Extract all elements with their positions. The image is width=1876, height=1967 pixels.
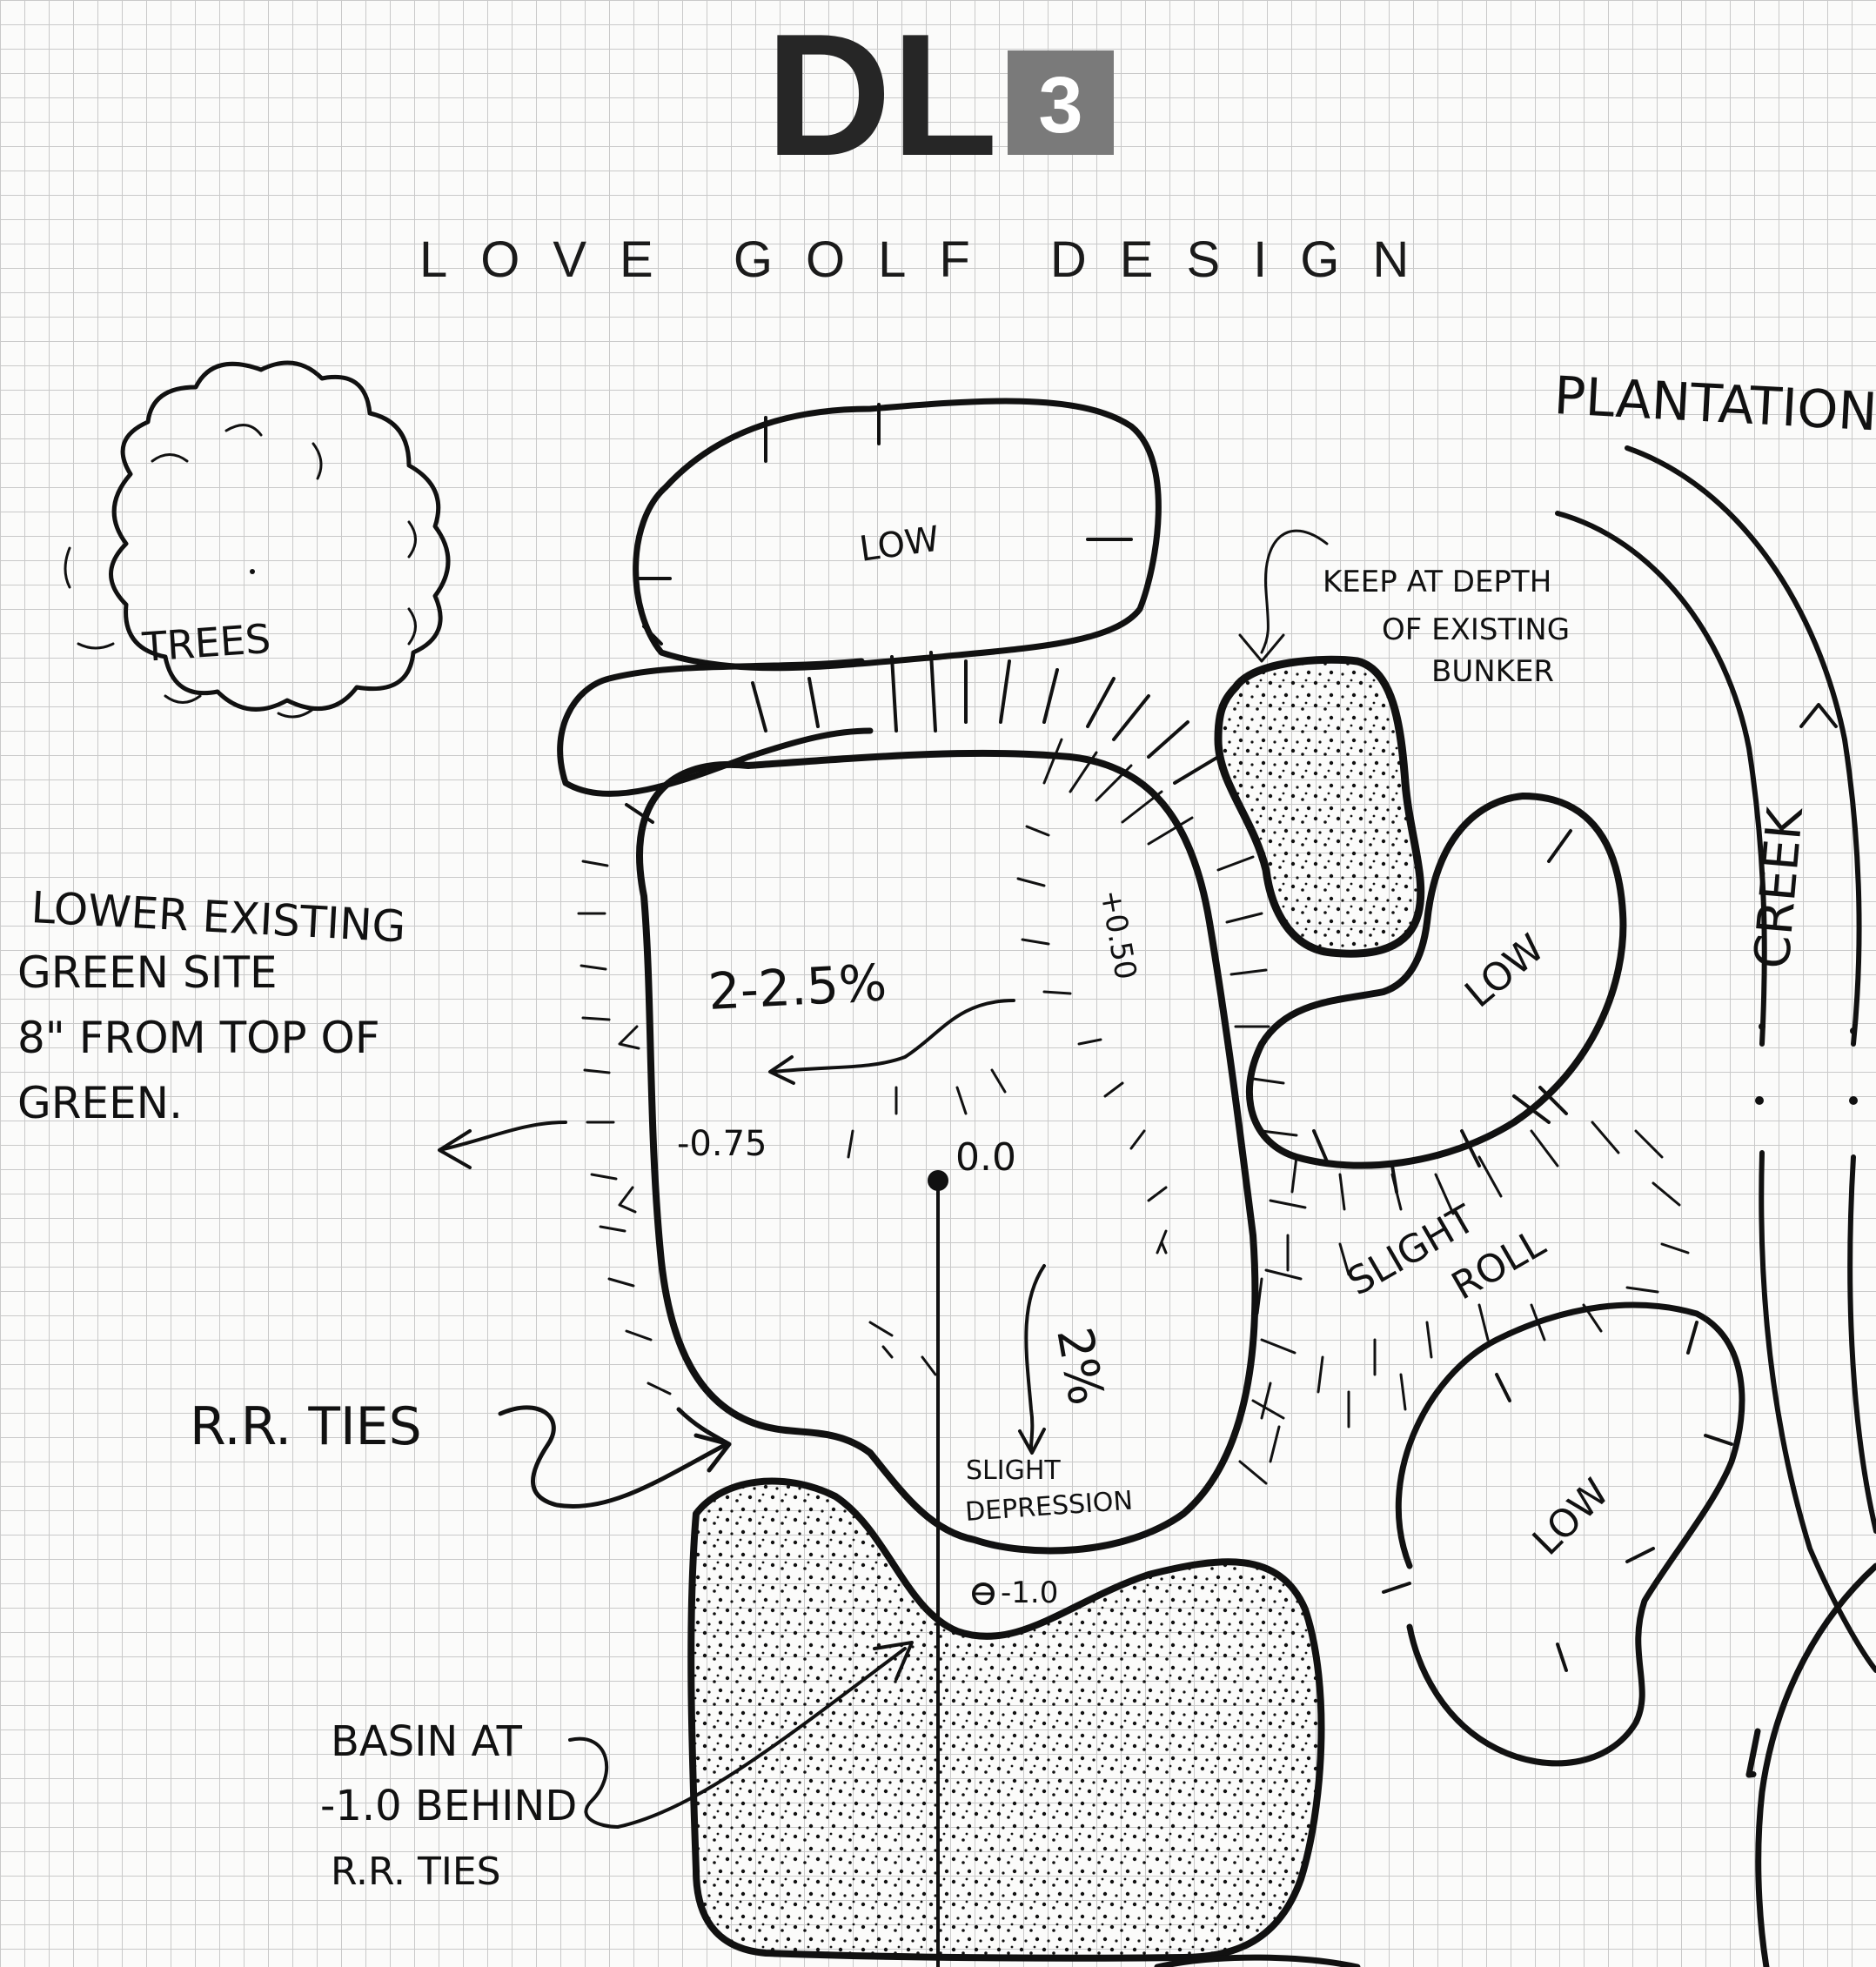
- logo-number-text: 3: [1038, 61, 1082, 150]
- rr-ties-label: R.R. TIES: [190, 1396, 422, 1457]
- depression-line2: DEPRESSION: [964, 1486, 1134, 1528]
- depression-line1: SLIGHT: [966, 1455, 1061, 1486]
- lower-line4: GREEN.: [17, 1078, 183, 1128]
- basin-line3: R.R. TIES: [331, 1850, 501, 1894]
- creek: PLANTATION CREEK: [1552, 365, 1876, 1967]
- elev-minus1-label: -1.0: [1001, 1576, 1058, 1610]
- trees-cluster: TREES: [64, 360, 451, 719]
- keep-line1: KEEP AT DEPTH: [1323, 565, 1551, 599]
- logo-number-box: [1008, 50, 1114, 155]
- slight-roll-area: SLIGHT ROLL: [1256, 1121, 1690, 1463]
- brand-name: LOVE GOLF DESIGN: [419, 231, 1442, 288]
- basin-line2: -1.0 BEHIND: [320, 1782, 577, 1830]
- lower-line2: GREEN SITE: [17, 947, 278, 998]
- trees-label: TREES: [140, 615, 272, 671]
- bunker-bottom: [687, 1477, 1325, 1962]
- lower-green-note: LOWER EXISTING GREEN SITE 8" FROM TOP OF…: [17, 882, 567, 1169]
- low-label-right: LOW: [1457, 926, 1552, 1016]
- elev-zero-label: 0.0: [955, 1135, 1016, 1180]
- keep-line3: BUNKER: [1431, 654, 1554, 689]
- low-mound-bottom: LOW: [1382, 1301, 1745, 1767]
- slope-main-label: 2-2.5%: [707, 953, 888, 1021]
- lower-line3: 8" FROM TOP OF: [17, 1013, 380, 1063]
- putting-green: 2-2.5% +0.50 -0.75 0.0 2% SLIGHT DEPRESS…: [577, 738, 1307, 1967]
- bottom-edge-contour: [1154, 1954, 1361, 1967]
- basin-line1: BASIN AT: [331, 1717, 523, 1766]
- creek-label: CREEK: [1744, 804, 1814, 971]
- dl3-logo: DL 3: [766, 0, 1114, 192]
- low-label-bottom: LOW: [1524, 1470, 1618, 1564]
- slope-down-label: 2%: [1045, 1323, 1114, 1409]
- keep-line2: OF EXISTING: [1382, 612, 1570, 647]
- low-label-top: LOW: [857, 519, 941, 570]
- elev-plus-label: +0.50: [1093, 887, 1142, 983]
- plantation-label: PLANTATION: [1552, 365, 1876, 443]
- logo-dl-text: DL: [766, 0, 998, 192]
- rr-ties-callout: R.R. TIES: [190, 1396, 732, 1509]
- bunker-upper-right: KEEP AT DEPTH OF EXISTING BUNKER: [1214, 529, 1570, 958]
- low-mound-top: LOW: [557, 398, 1220, 824]
- basin-callout: BASIN AT -1.0 BEHIND R.R. TIES: [320, 1641, 914, 1894]
- lower-line1: LOWER EXISTING: [30, 882, 406, 952]
- elev-minus075-label: -0.75: [677, 1124, 767, 1164]
